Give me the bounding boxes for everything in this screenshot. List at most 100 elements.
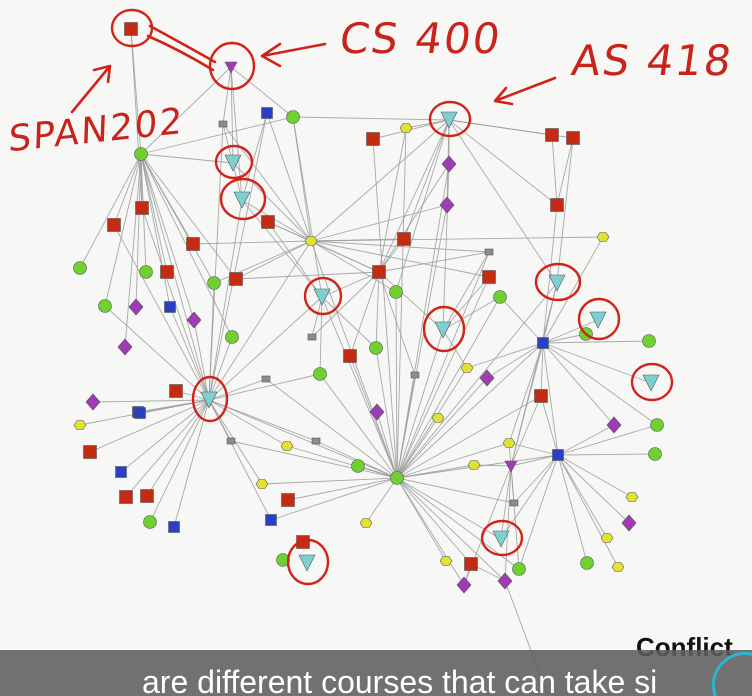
graph-edge [321, 296, 398, 479]
graph-edge [396, 477, 515, 504]
blue-square-node [265, 514, 277, 526]
purple-diamond-node [606, 416, 622, 434]
graph-edge [230, 66, 294, 118]
green-circle-node [134, 147, 148, 161]
graph-edge [140, 153, 237, 280]
green-circle-node [143, 515, 157, 529]
graph-edge [557, 453, 656, 456]
graph-edge [510, 282, 558, 467]
graph-edge [556, 137, 574, 284]
purple-diamond-node [128, 298, 144, 316]
graph-edge [349, 271, 380, 357]
graph-edge [104, 305, 210, 401]
gray-node [410, 371, 420, 379]
yellow-hexagon-node [73, 420, 87, 430]
red-square-node [135, 201, 149, 215]
graph-edge [508, 442, 559, 456]
graph-edge [310, 119, 450, 242]
graph-edge [375, 347, 398, 479]
graph-edge [442, 329, 468, 369]
graph-edge [104, 153, 142, 307]
graph-edge [208, 123, 224, 401]
green-circle-node [642, 334, 656, 348]
graph-edge [542, 342, 652, 384]
graph-edge [92, 399, 210, 403]
purple-diamond-node [441, 155, 457, 173]
purple-diamond-node [456, 576, 472, 594]
graph-edge [500, 454, 559, 540]
cursor-ring-icon [712, 652, 752, 696]
graph-edge [222, 66, 232, 125]
red-square-node [83, 445, 97, 459]
graph-edge [396, 477, 506, 582]
graph-edge [542, 333, 587, 344]
cyan-triangle-node [642, 374, 660, 392]
graph-edge [378, 251, 490, 273]
caption-bar [0, 650, 752, 696]
annotation-cs-400: CS 400 [336, 14, 505, 63]
graph-edge [140, 153, 168, 273]
graph-edge [311, 271, 380, 338]
hand-drawn-circle [630, 362, 674, 402]
graph-edge [287, 477, 398, 501]
graph-edge [140, 153, 210, 401]
blue-square-node [168, 521, 180, 533]
cyan-triangle-node [313, 288, 331, 306]
graph-edge [405, 119, 450, 129]
graph-edge [542, 204, 558, 344]
red-square-node [482, 270, 496, 284]
graph-edge [486, 342, 544, 379]
cyan-triangle-node [589, 311, 607, 329]
yellow-hexagon-node [600, 533, 614, 543]
graph-edge [510, 465, 520, 570]
purple-diamond-node [369, 403, 385, 421]
graph-edge [542, 342, 658, 426]
blue-square-node [164, 301, 176, 313]
red-square-node [261, 215, 275, 229]
graph-edge [208, 240, 312, 401]
graph-edge [510, 395, 542, 467]
graph-edge [396, 395, 542, 479]
graph-edge [140, 153, 195, 321]
blue-square-node [537, 337, 549, 349]
cyan-triangle-node [200, 391, 218, 409]
hand-drawn-circle [219, 177, 267, 221]
graph-edge [540, 342, 544, 397]
green-circle-node [276, 553, 290, 567]
graph-nodes [73, 22, 664, 594]
graph-edge [208, 296, 323, 401]
graph-edge [551, 134, 558, 206]
red-square-node [545, 128, 559, 142]
green-circle-node [351, 459, 365, 473]
graph-edge [140, 116, 294, 155]
graph-edge [321, 296, 377, 349]
gray-node [311, 437, 321, 445]
graph-edge [365, 477, 398, 524]
gray-node [484, 248, 494, 256]
graph-edge [267, 221, 323, 298]
graph-edge [396, 163, 450, 479]
graph-edge [466, 342, 544, 369]
graph-edge [500, 465, 512, 540]
hand-drawn-circle [286, 538, 330, 586]
yellow-hexagon-node [596, 232, 610, 242]
purple-diamond-node [85, 393, 101, 411]
red-square-node [160, 265, 174, 279]
graph-edge [504, 465, 512, 582]
hand-drawn-circle [480, 519, 524, 557]
red-square-node [296, 535, 310, 549]
graph-edge [499, 296, 544, 344]
gray-node [307, 333, 317, 341]
gray-node [226, 437, 236, 445]
graph-edge [396, 329, 444, 479]
hand-drawn-circle [208, 41, 256, 91]
graph-edge [376, 411, 398, 479]
graph-edge [557, 454, 588, 564]
graph-edge [321, 271, 380, 298]
graph-edge [442, 251, 490, 331]
graph-edge [448, 119, 558, 284]
red-square-node [186, 237, 200, 251]
graph-edge [310, 240, 397, 293]
